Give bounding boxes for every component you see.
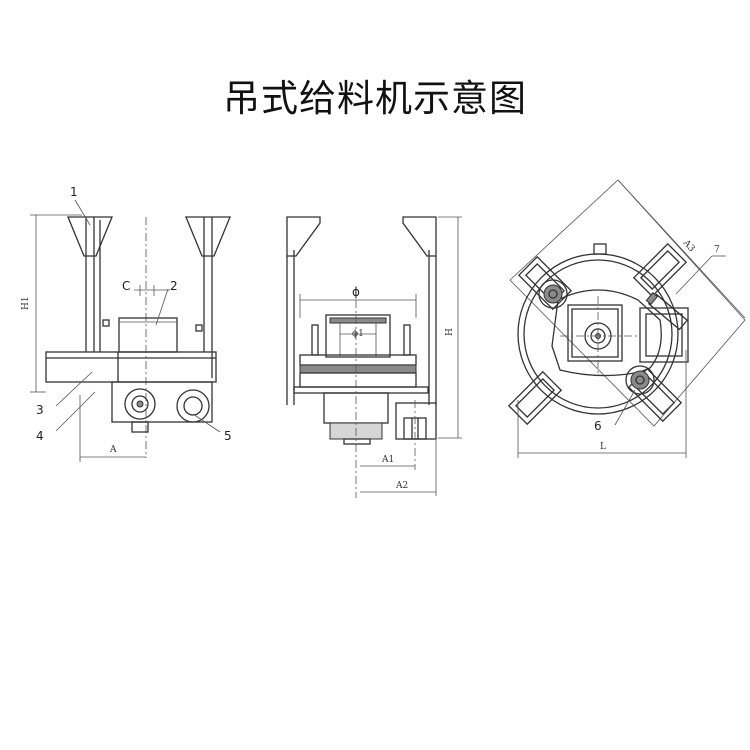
front-view: H ϕ ϕ1 A1 A2 xyxy=(286,216,462,498)
page-title: 吊式给料机示意图 xyxy=(223,77,527,120)
part-6: 6 xyxy=(594,419,602,433)
dim-a2: A2 xyxy=(395,481,408,491)
part-2: 2 xyxy=(170,279,178,293)
dim-a3: A3 xyxy=(680,238,696,255)
dim-phi: ϕ xyxy=(352,285,360,299)
part-3: 3 xyxy=(36,403,44,417)
dim-a1: A1 xyxy=(381,455,394,465)
part-7: 7 xyxy=(714,245,720,255)
part-4: 4 xyxy=(36,429,44,443)
dim-c: C xyxy=(122,279,130,293)
dim-l: L xyxy=(600,442,606,452)
part-1: 1 xyxy=(70,185,78,199)
dim-h: H xyxy=(445,328,455,336)
dim-h1: H1 xyxy=(21,296,31,310)
side-view: H1 C xyxy=(21,185,232,462)
top-view: A3 xyxy=(507,179,746,458)
dim-phi1: ϕ1 xyxy=(352,329,364,339)
part-5: 5 xyxy=(224,429,232,443)
dim-a: A xyxy=(109,445,117,455)
